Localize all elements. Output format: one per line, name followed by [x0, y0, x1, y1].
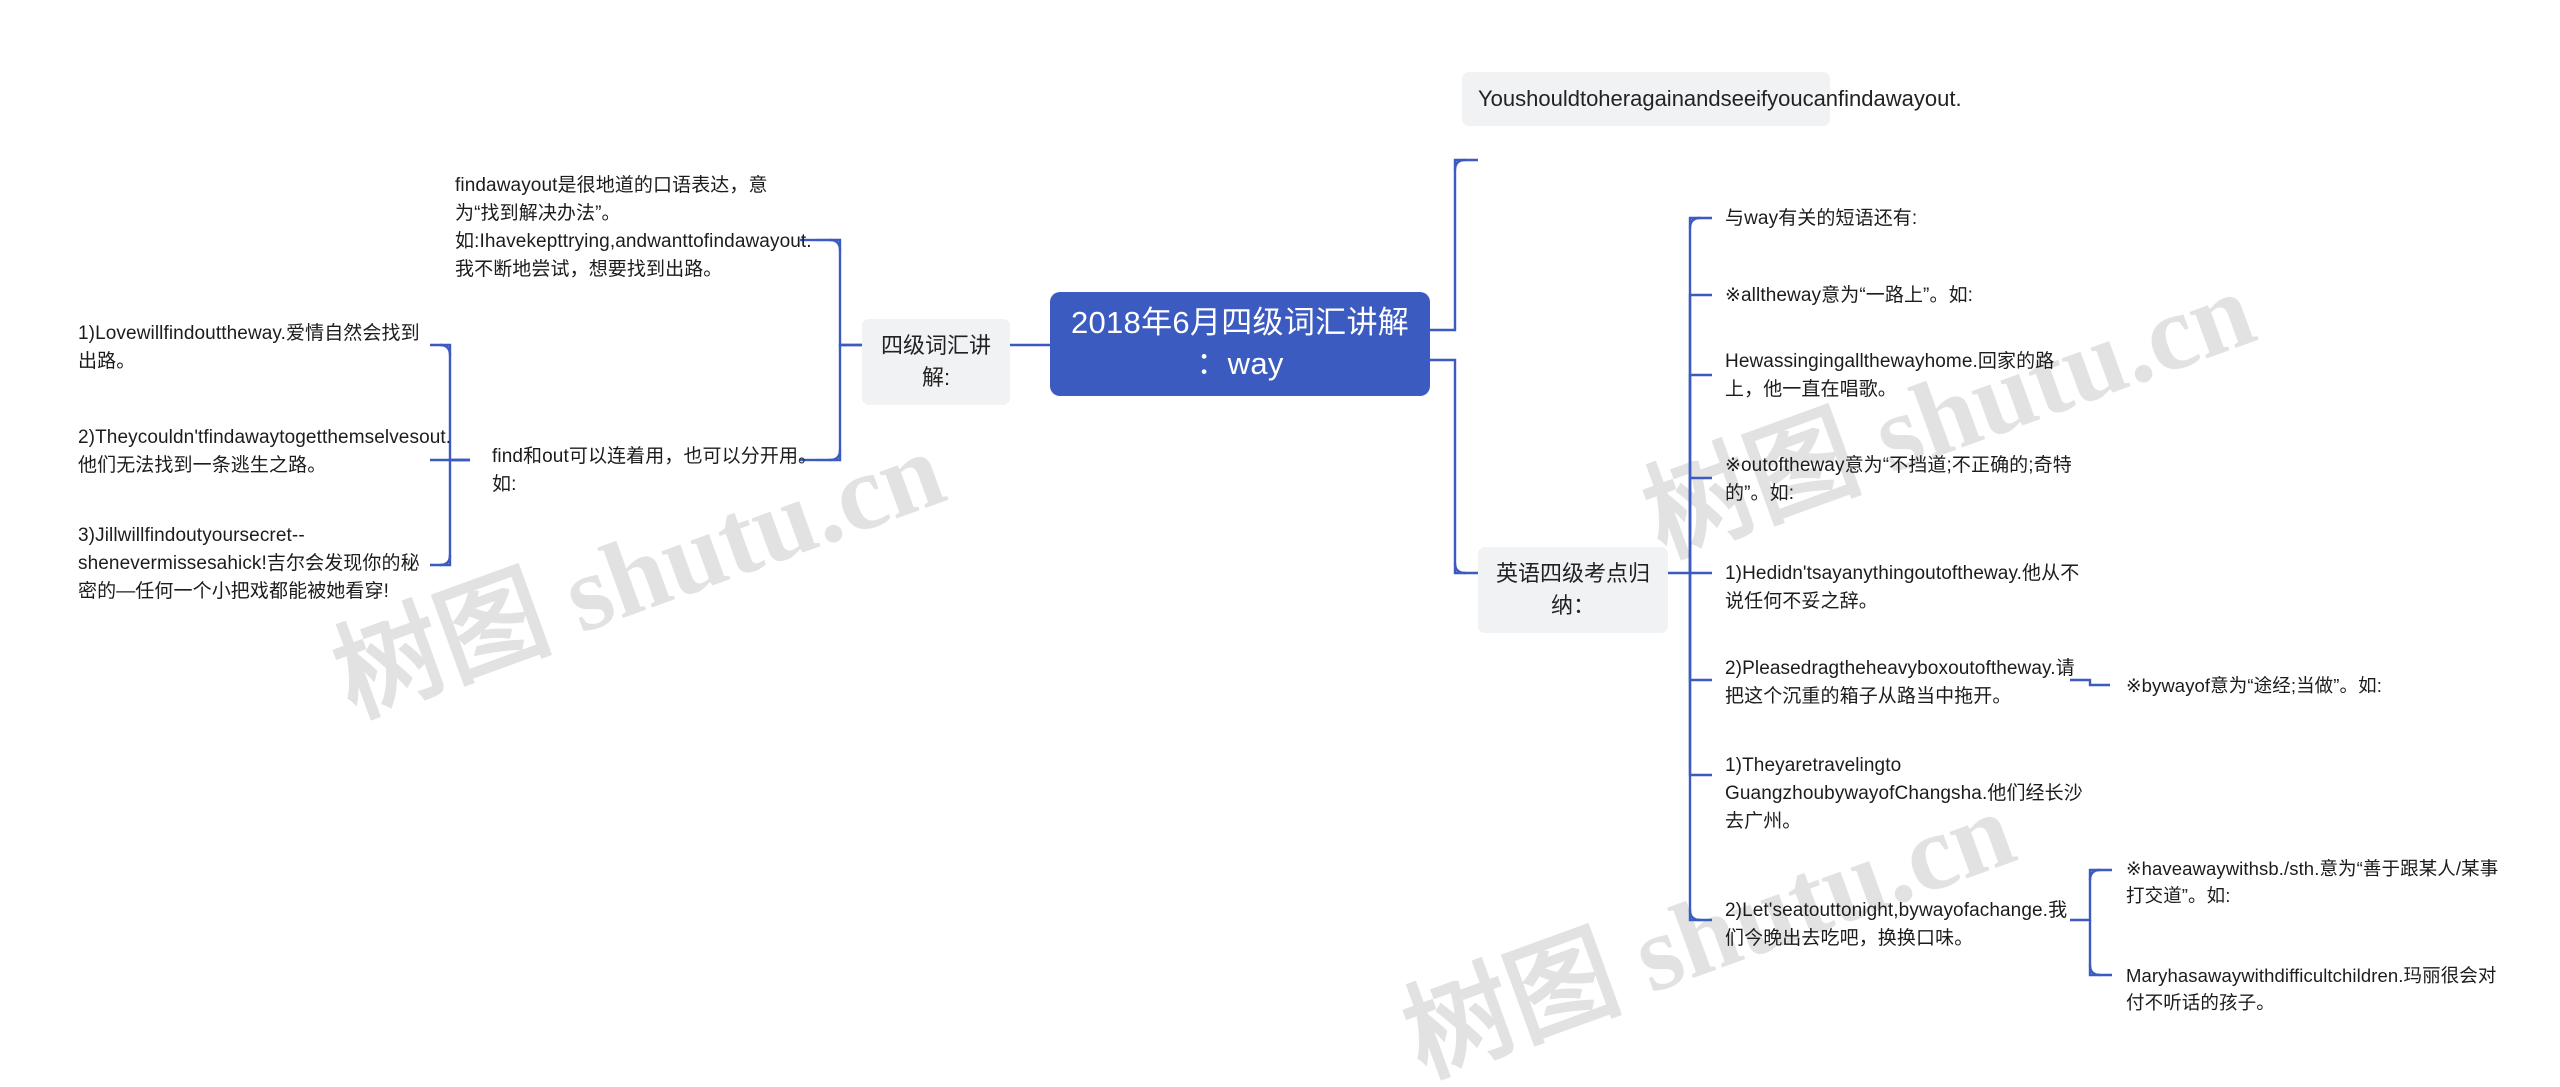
leaf-example-mary-text: Maryhasawaywithdifficultchildren.玛丽很会对付不…	[2126, 965, 2497, 1014]
branch-label-left-text: 四级词汇讲解:	[880, 333, 991, 390]
leaf-all-the-way[interactable]: ※alltheway意为“一路上”。如:	[1725, 282, 2085, 310]
leaf-example-traveling[interactable]: 1)Theyaretravelingto GuangzhoubywayofCha…	[1725, 752, 2085, 836]
leaf-example-mary[interactable]: Maryhasawaywithdifficultchildren.玛丽很会对付不…	[2126, 962, 2506, 1017]
leaf-related-phrases-text: 与way有关的短语还有:	[1725, 208, 1918, 229]
leaf-find-a-way-out[interactable]: findawayout是很地道的口语表达，意为“找到解决办法”。如:Ihavek…	[455, 172, 812, 284]
leaf-example-jill[interactable]: 3)Jillwillfindoutyoursecret--shenevermis…	[78, 522, 426, 606]
leaf-have-a-way-with[interactable]: ※haveawaywithsb./sth.意为“善于跟某人/某事打交道”。如:	[2126, 855, 2506, 910]
leaf-by-way-of-text: ※bywayof意为“途经;当做”。如:	[2126, 675, 2382, 696]
leaf-you-should-text: Youshouldtoheragainandseeifyoucanfindawa…	[1478, 86, 1962, 111]
leaf-by-way-of[interactable]: ※bywayof意为“途经;当做”。如:	[2126, 672, 2506, 699]
leaf-example-they-text: 2)Theycouldn'tfindawaytogetthemselvesout…	[78, 427, 452, 477]
leaf-example-hedidnt[interactable]: 1)Hedidn'tsayanythingoutoftheway.他从不说任何不…	[1725, 560, 2085, 616]
leaf-example-letseat[interactable]: 2)Let'seatouttonight,bywayofachange.我们今晚…	[1725, 897, 2085, 953]
leaf-have-a-way-with-text: ※haveawaywithsb./sth.意为“善于跟某人/某事打交道”。如:	[2126, 858, 2499, 907]
leaf-example-traveling-text: 1)Theyaretravelingto GuangzhoubywayofCha…	[1725, 755, 2083, 833]
root-node[interactable]: 2018年6月四级词汇讲解 ：way	[1050, 292, 1430, 396]
branch-label-left[interactable]: 四级词汇讲解:	[862, 319, 1010, 405]
leaf-example-hedidnt-text: 1)Hedidn'tsayanythingoutoftheway.他从不说任何不…	[1725, 563, 2080, 613]
leaf-example-love-text: 1)Lovewillfindouttheway.爱情自然会找到出路。	[78, 323, 420, 373]
leaf-find-and-out-text: find和out可以连着用，也可以分开用。如:	[492, 446, 818, 496]
leaf-out-of-the-way[interactable]: ※outoftheway意为“不挡道;不正确的;奇特的”。如:	[1725, 452, 2085, 508]
leaf-example-pleasedrag[interactable]: 2)Pleasedragtheheavyboxoutoftheway.请把这个沉…	[1725, 655, 2085, 711]
root-title-line1: 2018年6月四级词汇讲解	[1070, 305, 1410, 341]
leaf-example-singing-text: Hewassingingallthewayhome.回家的路上，他一直在唱歌。	[1725, 351, 2055, 401]
branch-label-right[interactable]: 英语四级考点归纳：	[1478, 547, 1668, 633]
leaf-example-singing[interactable]: Hewassingingallthewayhome.回家的路上，他一直在唱歌。	[1725, 348, 2085, 404]
watermark: 树图 shutu.cn	[1629, 249, 2269, 580]
leaf-example-love[interactable]: 1)Lovewillfindouttheway.爱情自然会找到出路。	[78, 320, 426, 376]
leaf-all-the-way-text: ※alltheway意为“一路上”。如:	[1725, 285, 1974, 306]
leaf-you-should-box[interactable]: Youshouldtoheragainandseeifyoucanfindawa…	[1462, 72, 1962, 126]
leaf-example-jill-text: 3)Jillwillfindoutyoursecret--shenevermis…	[78, 525, 420, 603]
leaf-find-a-way-out-text: findawayout是很地道的口语表达，意为“找到解决办法”。如:Ihavek…	[455, 175, 812, 281]
branch-label-right-text: 英语四级考点归纳：	[1495, 561, 1650, 618]
leaf-example-pleasedrag-text: 2)Pleasedragtheheavyboxoutoftheway.请把这个沉…	[1725, 658, 2075, 708]
leaf-related-phrases[interactable]: 与way有关的短语还有:	[1725, 205, 2085, 233]
leaf-out-of-the-way-text: ※outoftheway意为“不挡道;不正确的;奇特的”。如:	[1725, 455, 2072, 505]
leaf-example-letseat-text: 2)Let'seatouttonight,bywayofachange.我们今晚…	[1725, 900, 2068, 950]
leaf-example-they[interactable]: 2)Theycouldn'tfindawaytogetthemselvesout…	[78, 424, 451, 480]
leaf-find-and-out[interactable]: find和out可以连着用，也可以分开用。如:	[492, 443, 822, 499]
root-title-line2: ：way	[1196, 346, 1284, 381]
